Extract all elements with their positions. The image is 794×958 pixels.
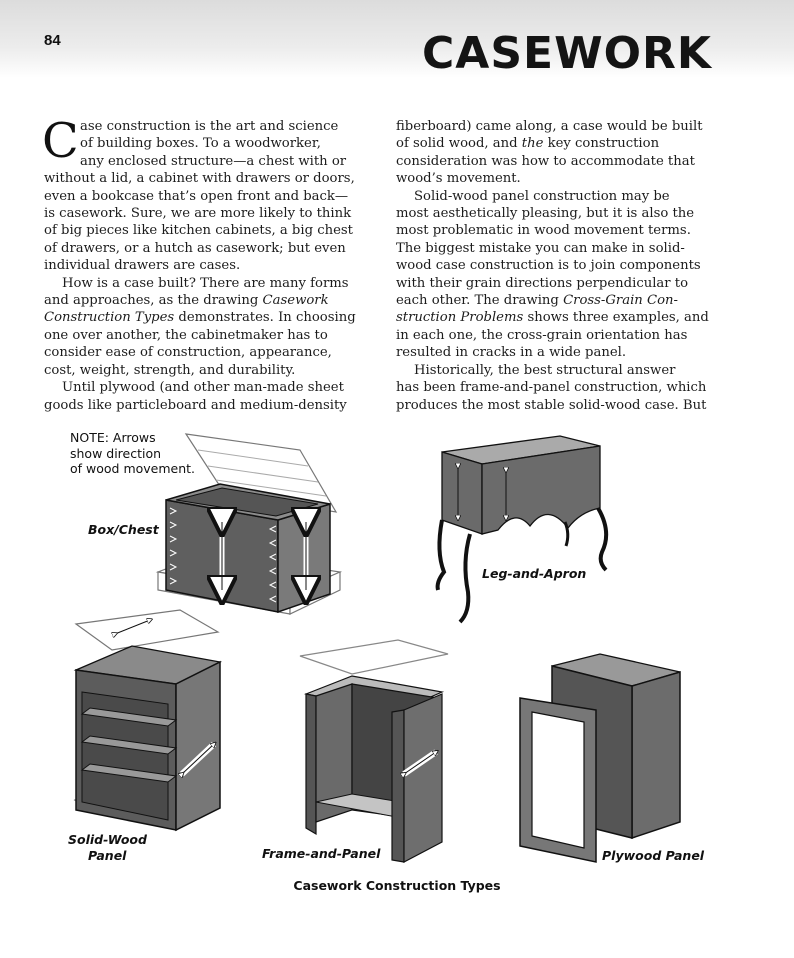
text-line: cost, weight, strength, and durability. (44, 362, 296, 378)
figure-reference: Casework (262, 293, 329, 309)
drop-cap: C (42, 113, 79, 169)
header-band (0, 0, 794, 78)
text-column-right: fiberboard) came along, a case would be … (396, 118, 714, 414)
text-line: Construction Types demonstrates. In choo… (44, 309, 362, 326)
solid-wood-panel-drawing (73, 645, 223, 832)
text-run: of solid wood, and (396, 136, 518, 152)
text-line: in each one, the cross-grain orientation… (396, 327, 688, 343)
first-paragraph: C ase construction is the art and scienc… (42, 113, 362, 275)
text-line: wood’s movement. (396, 171, 521, 187)
text-line: consideration was how to accommodate tha… (396, 153, 695, 169)
figure-reference: Cross-Grain Con- (563, 293, 678, 309)
text-line: The biggest mistake you can make in soli… (396, 240, 685, 256)
figure-reference: Construction Types (44, 310, 175, 326)
label-box-chest: Box/Chest (88, 522, 159, 537)
text-line: of building boxes. To a woodworker, (80, 136, 321, 152)
text-line: most aesthetically pleasing, but it is a… (396, 206, 695, 222)
text-line: without a lid, a cabinet with drawers or… (44, 171, 355, 187)
text-line: struction Problems shows three examples,… (396, 309, 714, 326)
text-line: each other. The drawing Cross-Grain Con- (396, 292, 714, 309)
note-line: show direction (70, 445, 162, 461)
label-leg-and-apron: Leg-and-Apron (482, 566, 587, 581)
text-line: most problematic in wood movement terms. (396, 223, 691, 239)
text-run: demonstrates. In choosing (178, 310, 356, 326)
label-plywood-panel: Plywood Panel (602, 848, 705, 863)
text-line: Historically, the best structural answer (414, 362, 676, 378)
text-line: of big pieces like kitchen cabinets, a b… (44, 223, 353, 239)
text-line: goods like particleboard and medium-dens… (44, 397, 347, 413)
text-line: of drawers, or a hutch as casework; but … (44, 240, 346, 256)
page-number: 84 (44, 32, 61, 49)
figure-caption: Casework Construction Types (293, 878, 501, 893)
text-line: and approaches, as the drawing Casework (44, 292, 362, 309)
casework-figure: NOTE: Arrows show direction of wood move… (0, 422, 794, 922)
text-line: ase construction is the art and science (80, 119, 339, 134)
text-line: produces the most stable solid-wood case… (396, 397, 707, 413)
text-line: is casework. Sure, we are more likely to… (44, 206, 352, 222)
text-run: each other. The drawing (396, 293, 559, 309)
text-line: Until plywood (and other man-made sheet (62, 380, 344, 396)
text-line: How is a case built? There are many form… (62, 275, 349, 291)
leg-and-apron-drawing (435, 435, 609, 624)
text-line: even a bookcase that’s open front and ba… (44, 188, 349, 204)
text-run: key construction (547, 136, 660, 152)
text-run: and approaches, as the drawing (44, 293, 259, 309)
text-line: any enclosed structure—a chest with or (80, 153, 347, 169)
text-column-left: C ase construction is the art and scienc… (42, 113, 362, 414)
text-line: has been frame-and-panel construction, w… (396, 380, 707, 396)
figure-reference: struction Problems (396, 310, 524, 326)
casework-illustration (73, 433, 681, 863)
loose-panel-drawing (74, 609, 220, 651)
text-line: with their grain directions perpendicula… (396, 275, 689, 291)
label-solid-wood-2: Panel (88, 848, 127, 863)
text-run: shows three examples, and (527, 310, 709, 326)
frame-and-panel-drawing (299, 639, 449, 863)
plywood-panel-drawing (519, 653, 681, 863)
box-chest-drawing (155, 433, 343, 615)
text-line: Solid-wood panel construction may be (414, 188, 670, 204)
text-line: consider ease of construction, appearanc… (44, 345, 332, 361)
note-line: NOTE: Arrows (70, 430, 156, 445)
figure-note: NOTE: Arrows show direction of wood move… (70, 430, 195, 477)
text-line: one over another, the cabinetmaker has t… (44, 327, 328, 343)
text-line: of solid wood, and the key construction (396, 135, 714, 152)
text-line: fiberboard) came along, a case would be … (396, 119, 703, 134)
label-solid-wood-1: Solid-Wood (68, 832, 147, 847)
label-frame-and-panel: Frame-and-Panel (262, 846, 381, 861)
text-line: individual drawers are cases. (44, 258, 241, 274)
chapter-title: CASEWORK (421, 28, 712, 79)
emphasis: the (521, 136, 544, 152)
text-line: resulted in cracks in a wide panel. (396, 345, 627, 361)
text-line: wood case construction is to join compon… (396, 258, 701, 274)
note-line: of wood movement. (70, 461, 196, 476)
